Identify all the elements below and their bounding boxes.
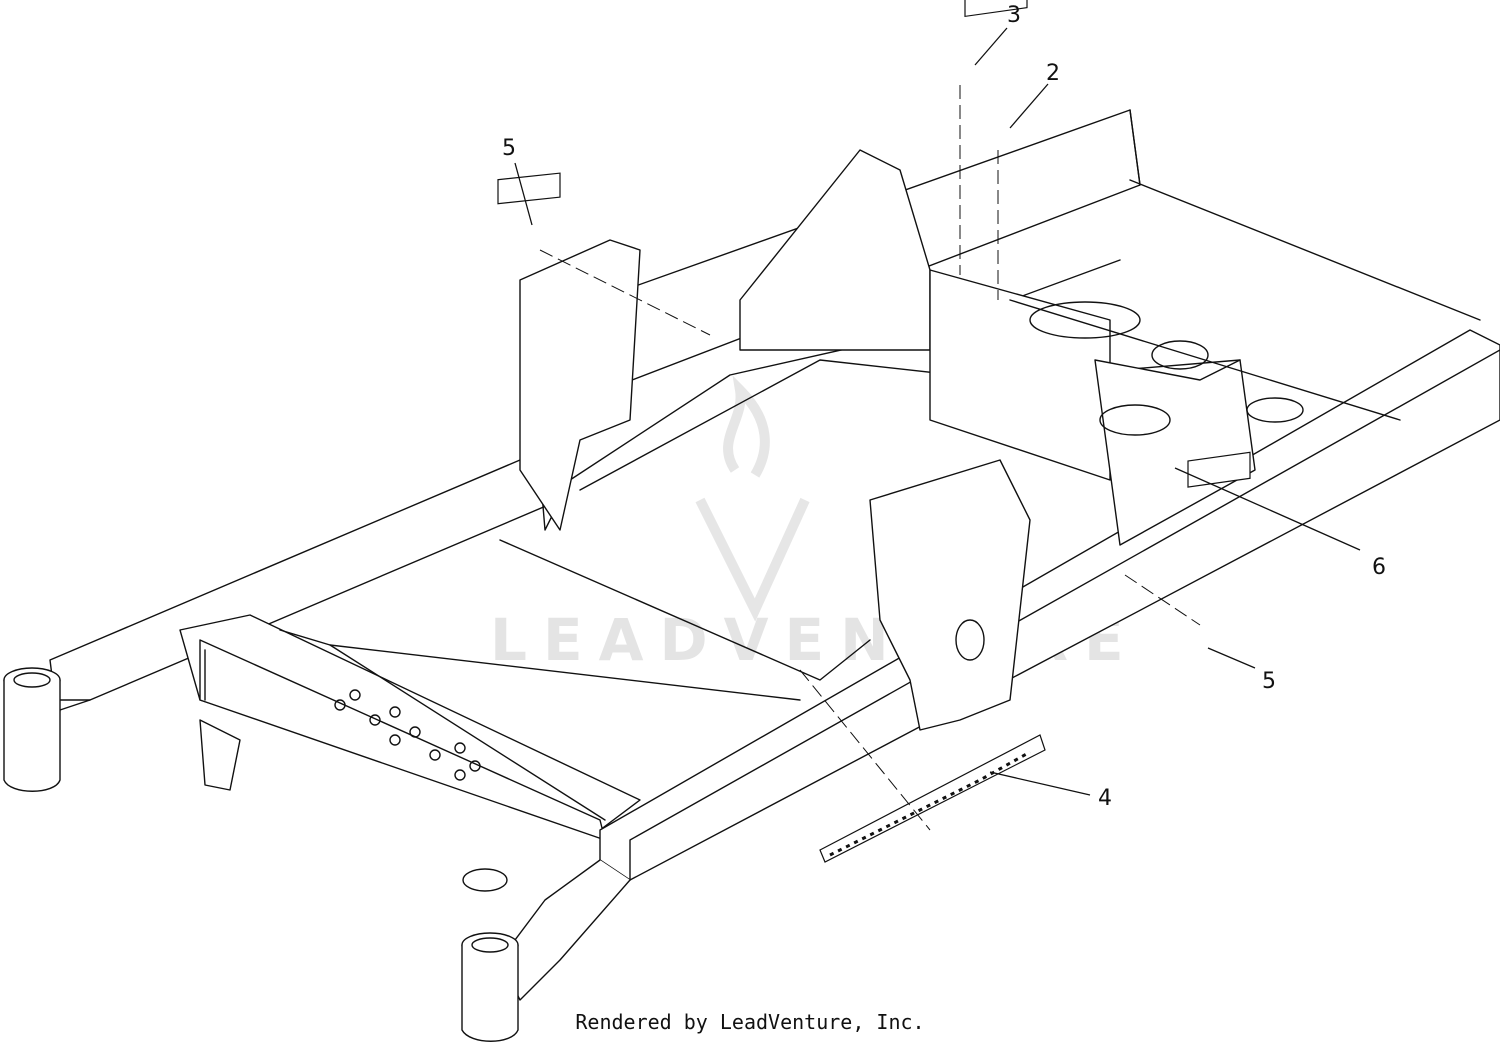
leader-3 bbox=[974, 27, 1008, 66]
leader-6 bbox=[1174, 467, 1361, 551]
leader-5-upper bbox=[514, 162, 533, 226]
leader-4 bbox=[989, 771, 1091, 796]
callout-2: 2 bbox=[1046, 61, 1060, 86]
placement-line-4 bbox=[799, 669, 931, 831]
callout-6: 6 bbox=[1372, 555, 1386, 580]
leader-2 bbox=[1009, 83, 1049, 129]
footer-credit: Rendered by LeadVenture, Inc. bbox=[575, 1010, 925, 1034]
watermark-logo bbox=[695, 375, 810, 622]
decal-4-strip bbox=[819, 734, 1046, 863]
leader-5-lower bbox=[1207, 647, 1256, 669]
decal-5-upper bbox=[497, 172, 561, 205]
callout-5-upper: 5 bbox=[502, 136, 516, 161]
callout-3: 3 bbox=[1007, 3, 1021, 28]
placement-line-5-lower bbox=[1124, 574, 1201, 626]
callout-5-lower: 5 bbox=[1262, 669, 1276, 694]
placement-line-5-upper bbox=[539, 249, 711, 336]
mower-frame bbox=[3, 109, 1500, 1042]
decal-2 bbox=[964, 0, 1028, 18]
callout-4: 4 bbox=[1098, 786, 1112, 811]
